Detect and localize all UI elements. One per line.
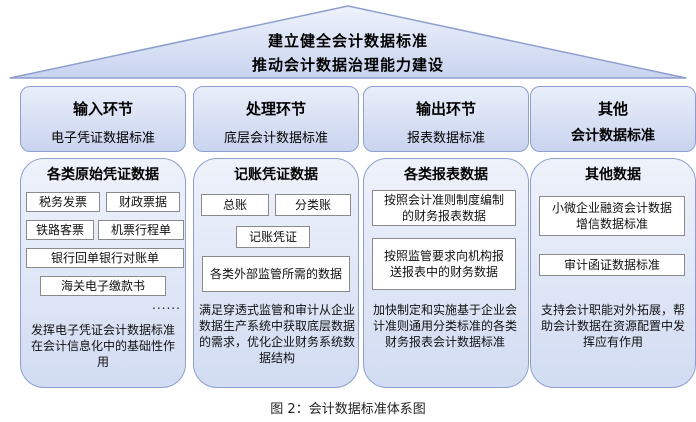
header-other-stage: 其他 会计数据标准: [530, 86, 696, 152]
header-title: 输入环节: [72, 100, 133, 118]
column-title: 其他数据: [585, 167, 641, 183]
header-title: 其他: [597, 100, 628, 118]
column-title: 记账凭证数据: [234, 167, 318, 183]
header-title: 处理环节: [245, 100, 306, 118]
item-box: 机票行程单: [98, 220, 184, 240]
roof-title-primary: 建立健全会计数据标准: [267, 32, 428, 50]
ellipsis: ......: [152, 298, 181, 312]
column-title: 各类原始凭证数据: [47, 167, 159, 183]
item-box: 分类账: [275, 194, 351, 216]
header-subtitle: 会计数据标准: [571, 128, 655, 144]
roof: [9, 5, 687, 79]
item-box: 按照会计准则制度编制的财务报表数据: [372, 190, 516, 226]
item-box: 税务发票: [26, 192, 100, 212]
column-description: 加快制定和实施基于企业会计准则通用分类标准的各类财务报表会计数据标准: [372, 303, 517, 349]
item-box: 各类外部监管所需的数据: [202, 256, 350, 292]
item-box: 银行回单银行对账单: [26, 248, 184, 268]
column-description: 发挥电子凭证会计数据标准在会计信息化中的基础性作用: [30, 323, 175, 369]
item-box: 记账凭证: [236, 226, 310, 248]
header-subtitle: 底层会计数据标准: [223, 131, 328, 146]
header-processing-stage: 处理环节 底层会计数据标准: [193, 86, 359, 152]
header-input-stage: 输入环节 电子凭证数据标准: [20, 86, 186, 152]
column-title: 各类报表数据: [404, 167, 488, 183]
item-box: 小微企业融资会计数据增信数据标准: [539, 196, 685, 236]
header-title: 输出环节: [415, 100, 476, 118]
column-description: 满足穿透式监管和审计从企业数据生产系统中获取底层数据的需求，优化企业财务系统数据…: [199, 303, 356, 365]
item-box: 总账: [201, 194, 269, 216]
item-box: 按照监管要求向机构报送报表中的财务数据: [372, 238, 516, 290]
header-subtitle: 报表数据标准: [406, 131, 485, 146]
header-output-stage: 输出环节 报表数据标准: [363, 86, 529, 152]
roof-title-secondary: 推动会计数据治理能力建设: [251, 56, 444, 74]
item-box: 财政票据: [106, 192, 180, 212]
header-subtitle: 电子凭证数据标准: [50, 131, 155, 146]
column-description: 支持会计职能对外拓展，帮助会计数据在资源配置中发挥应有作用: [540, 303, 685, 349]
item-box: 海关电子缴款书: [40, 276, 166, 296]
figure-caption: 图 2：会计数据标准体系图: [270, 402, 426, 417]
item-box: 铁路客票: [26, 220, 94, 240]
item-box: 审计函证数据标准: [539, 254, 685, 276]
